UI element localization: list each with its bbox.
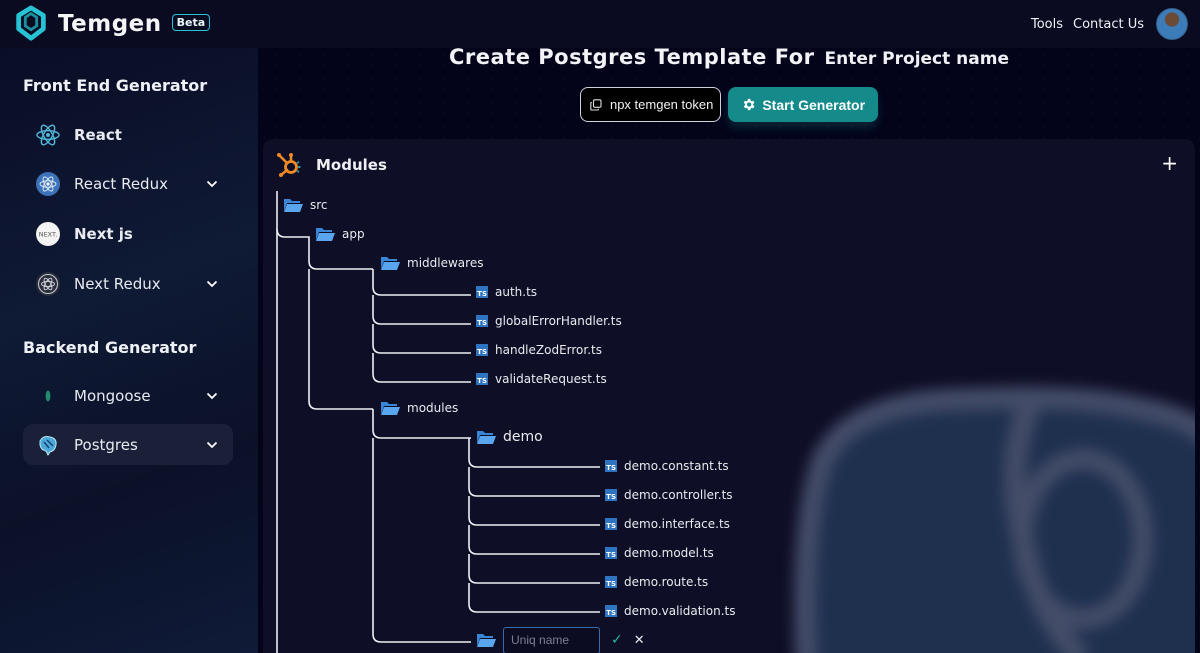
- sidebar-item-label: Postgres: [74, 435, 138, 454]
- folder-open-icon: [284, 199, 303, 212]
- tree-node-label: middlewares: [407, 256, 484, 270]
- brand-name: Temgen: [58, 11, 162, 37]
- project-name-field[interactable]: Enter Project name: [824, 49, 1010, 69]
- tree-folder-app[interactable]: app: [315, 224, 365, 244]
- chevron-down-icon[interactable]: [205, 392, 219, 400]
- tree-node-label: app: [342, 227, 365, 241]
- tree-node-label: demo.constant.ts: [624, 459, 729, 473]
- add-module-button[interactable]: +: [1161, 151, 1178, 175]
- tree-file[interactable]: TS demo.interface.ts: [605, 514, 730, 534]
- beta-badge: Beta: [171, 13, 211, 31]
- next-redux-icon: [35, 271, 61, 297]
- typescript-file-icon: TS: [476, 286, 488, 298]
- postgres-elephant-icon: [35, 432, 61, 458]
- chevron-down-icon[interactable]: [205, 280, 219, 288]
- tree-file[interactable]: TS handleZodError.ts: [476, 340, 602, 360]
- sidebar-item-label: React: [74, 125, 122, 144]
- typescript-file-icon: TS: [476, 315, 488, 327]
- copy-icon: [590, 98, 602, 111]
- frontend-generator-heading: Front End Generator: [23, 76, 208, 95]
- tree-file[interactable]: TS demo.controller.ts: [605, 485, 733, 505]
- tree-node-label: auth.ts: [495, 285, 538, 299]
- nav-link-contact-us[interactable]: Contact Us: [1073, 16, 1144, 32]
- tree-folder-demo[interactable]: demo: [476, 427, 543, 447]
- tree-node-label: demo.route.ts: [624, 575, 709, 589]
- new-folder-name-input[interactable]: [503, 626, 600, 653]
- new-folder-row: ✓ ✕: [476, 626, 645, 653]
- folder-open-icon: [316, 228, 335, 241]
- sidebar-item-mongoose[interactable]: Mongoose: [23, 375, 233, 416]
- tree-node-label: src: [310, 198, 328, 212]
- typescript-file-icon: TS: [476, 344, 488, 356]
- tree-folder-middlewares[interactable]: middlewares: [380, 253, 483, 273]
- modules-title: Modules: [316, 156, 387, 174]
- tree-file[interactable]: TS validateRequest.ts: [476, 369, 607, 389]
- tree-node-label: globalErrorHandler.ts: [495, 314, 622, 328]
- typescript-file-icon: TS: [476, 373, 488, 385]
- sidebar: Front End Generator React React Redux NE…: [0, 48, 258, 653]
- typescript-file-icon: TS: [605, 547, 617, 559]
- folder-open-icon: [477, 431, 496, 444]
- tree-node-label: demo.controller.ts: [624, 488, 733, 502]
- sidebar-item-label: Next Redux: [74, 274, 161, 293]
- page-title: Create Postgres Template For: [448, 45, 815, 69]
- tree-node-label: validateRequest.ts: [495, 372, 607, 386]
- mongoose-leaf-icon: [35, 383, 61, 409]
- typescript-file-icon: TS: [605, 605, 617, 617]
- sidebar-item-next-js[interactable]: NEXT. Next js: [23, 213, 233, 254]
- tree-node-label: demo.validation.ts: [624, 604, 736, 618]
- tree-file[interactable]: TS demo.route.ts: [605, 572, 708, 592]
- sidebar-item-next-redux[interactable]: Next Redux: [23, 263, 233, 304]
- tree-folder-src[interactable]: src: [283, 195, 328, 215]
- brand[interactable]: Temgen Beta: [12, 5, 211, 43]
- tree-connector-lines: [276, 191, 600, 653]
- start-generator-button[interactable]: Start Generator: [728, 87, 879, 122]
- tree-file[interactable]: TS demo.constant.ts: [605, 456, 729, 476]
- user-avatar[interactable]: [1156, 8, 1188, 40]
- folder-open-icon: [477, 634, 496, 647]
- nextjs-icon: NEXT.: [35, 221, 61, 247]
- svg-text:NEXT.: NEXT.: [39, 230, 58, 238]
- sidebar-item-label: React Redux: [74, 174, 168, 193]
- modules-panel: Modules + src app: [263, 139, 1195, 653]
- react-icon: [35, 122, 61, 148]
- modules-header: Modules: [275, 151, 387, 179]
- nav-link-tools[interactable]: Tools: [1030, 16, 1063, 32]
- sidebar-item-label: Next js: [74, 224, 133, 243]
- tree-file[interactable]: TS globalErrorHandler.ts: [476, 311, 622, 331]
- gear-icon: [744, 98, 755, 111]
- typescript-file-icon: TS: [605, 489, 617, 501]
- temgen-logo-icon: [16, 5, 46, 41]
- cancel-x-icon[interactable]: ✕: [633, 632, 645, 648]
- copy-token-button[interactable]: npx temgen token: [579, 87, 722, 122]
- react-redux-icon: [35, 171, 61, 197]
- postgres-watermark-icon: [794, 386, 1195, 653]
- start-generator-label: Start Generator: [762, 96, 866, 113]
- chevron-down-icon[interactable]: [205, 441, 219, 449]
- typescript-file-icon: TS: [605, 460, 617, 472]
- typescript-file-icon: TS: [605, 518, 617, 530]
- tree-node-label: demo.interface.ts: [624, 517, 730, 531]
- tree-file[interactable]: TS demo.validation.ts: [605, 601, 736, 621]
- folder-open-icon: [381, 257, 400, 270]
- top-navbar: Temgen Beta Tools Contact Us: [0, 0, 1200, 48]
- tree-node-label: demo: [503, 429, 543, 445]
- tree-node-label: demo.model.ts: [624, 546, 714, 560]
- hubspot-modules-icon: [277, 153, 301, 177]
- tree-file[interactable]: TS demo.model.ts: [605, 543, 714, 563]
- typescript-file-icon: TS: [605, 576, 617, 588]
- chevron-down-icon[interactable]: [205, 180, 219, 188]
- tree-file[interactable]: TS auth.ts: [476, 282, 537, 302]
- tree-node-label: modules: [407, 401, 459, 415]
- sidebar-item-react-redux[interactable]: React Redux: [23, 163, 233, 204]
- backend-generator-heading: Backend Generator: [23, 338, 197, 357]
- tree-folder-modules[interactable]: modules: [380, 398, 458, 418]
- folder-open-icon: [381, 402, 400, 415]
- confirm-check-icon[interactable]: ✓: [611, 632, 623, 648]
- tree-node-label: handleZodError.ts: [495, 343, 602, 357]
- sidebar-item-postgres[interactable]: Postgres: [23, 424, 233, 465]
- sidebar-item-react[interactable]: React: [23, 114, 233, 155]
- token-command: npx temgen token: [609, 97, 714, 112]
- sidebar-item-label: Mongoose: [74, 386, 151, 405]
